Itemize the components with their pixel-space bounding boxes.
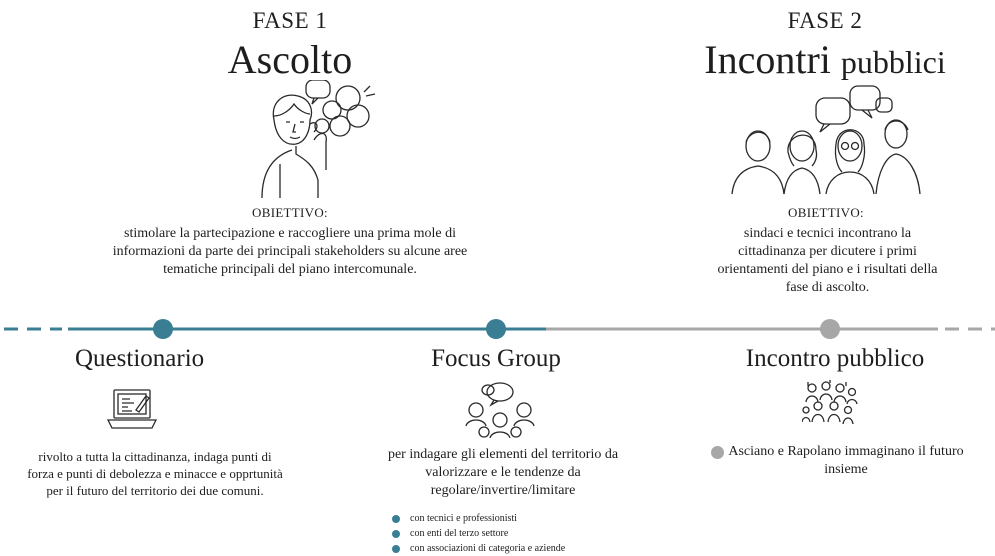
crowd-icon	[802, 380, 858, 425]
step-focus-group-text: per indagare gli elementi del territorio…	[387, 447, 619, 498]
phase2-objective-label: OBIETTIVO:	[788, 205, 864, 220]
step-incontro-text: Asciano e Rapolano immaginano il futuro …	[728, 444, 964, 477]
timeline-node-incontro	[820, 319, 840, 339]
phase1-label: FASE 1	[252, 8, 328, 33]
step-questionario-title: Questionario	[75, 345, 205, 372]
phase1-title: Ascolto	[227, 37, 353, 82]
list-item: con associazioni di categoria e aziende	[392, 541, 565, 556]
list-item: con enti del terzo settore	[392, 526, 565, 541]
bullet-text: con associazioni di categoria e aziende	[410, 543, 566, 554]
bullet-dot	[392, 529, 400, 538]
timeline-node-questionario	[153, 319, 173, 339]
incontro-bullet-dot	[711, 446, 724, 459]
phase2-objective-text: sindaci e tecnici incontrano la cittadin…	[717, 226, 938, 295]
list-item: con tecnici e professionisti	[392, 511, 565, 526]
phase2-title: Incontri pubblici	[660, 40, 990, 80]
phase2-title-main: Incontri	[704, 37, 831, 82]
bullet-text: con tecnici e professionisti	[410, 513, 517, 524]
phase1-objective-label: OBIETTIVO:	[252, 205, 328, 220]
step-focus-group-title: Focus Group	[431, 345, 561, 372]
timeline	[4, 319, 995, 339]
step-incontro-title: Incontro pubblico	[745, 345, 925, 372]
phase1-objective-text: stimolare la partecipazione e raccoglier…	[112, 226, 468, 277]
listening-person-icon	[261, 80, 376, 199]
step-questionario-text: rivolto a tutta la cittadinanza, indaga …	[27, 449, 283, 498]
timeline-node-focus-group	[486, 319, 506, 339]
group-people-icon	[731, 85, 921, 195]
bullet-dot	[392, 514, 400, 523]
laptop-form-icon	[106, 389, 158, 429]
discussion-group-icon	[465, 382, 535, 439]
phase2-title-small: pubblici	[840, 44, 946, 80]
focus-group-bullets: con tecnici e professionisti con enti de…	[392, 511, 565, 556]
bullet-text: con enti del terzo settore	[410, 528, 509, 539]
phase2-label: FASE 2	[787, 8, 863, 33]
bullet-dot	[392, 544, 400, 553]
